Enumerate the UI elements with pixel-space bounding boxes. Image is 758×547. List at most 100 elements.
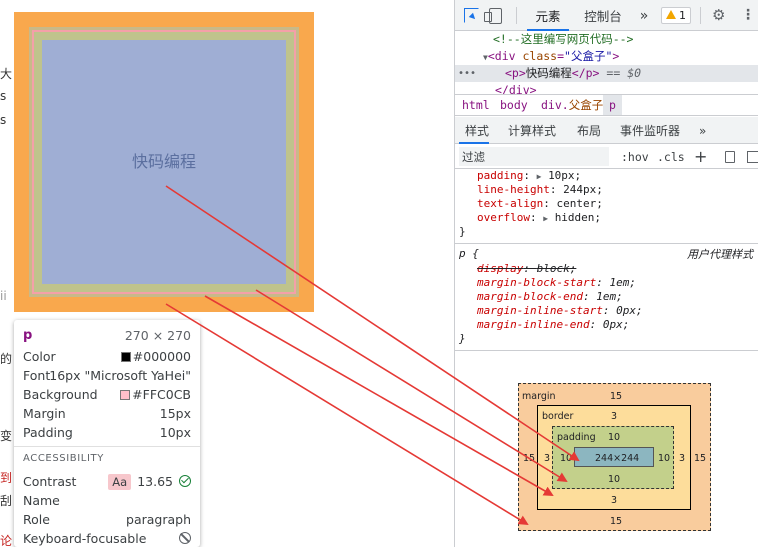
expand-triangle-icon[interactable]: ▶ [536,172,542,181]
expand-triangle-icon[interactable]: ▶ [543,214,549,223]
edge-text: 大 [0,67,13,81]
more-tabs-chevron-icon[interactable]: » [639,8,649,24]
css-declaration-overridden[interactable]: display: block; [477,262,577,275]
tooltip-row-keyboard: Keyboard-focusable [23,530,191,547]
box-model-padding-top[interactable]: 10 [608,432,621,443]
breadcrumb-div[interactable]: div.父盒子 [541,95,603,115]
toolbar-divider [700,7,701,24]
box-model-padding-bottom[interactable]: 10 [608,474,621,485]
breadcrumb-p[interactable]: p [603,95,622,115]
check-circle-icon [179,475,191,487]
dom-attr-value: "父盒子" [564,49,613,63]
tooltip-value: Aa 13.65 [108,473,191,491]
dom-comment-line[interactable]: <!--这里编写网页代码--> [455,31,758,48]
edge-text: 变 [0,429,13,443]
css-prop: margin-inline-end [477,318,590,331]
css-value: block; [536,262,577,275]
breadcrumb-html[interactable]: html [462,98,490,112]
tab-event-listeners[interactable]: 事件监听器 [620,124,681,138]
device-toolbar-icon[interactable] [484,8,502,24]
box-model-margin-left[interactable]: 15 [523,453,536,464]
dom-div-line[interactable]: ▼<div class="父盒子"> [483,49,620,63]
paragraph-text: 快码编程 [131,152,196,171]
tooltip-row-color: Color #000000 [23,348,191,366]
css-brace: } [459,225,466,238]
css-declaration[interactable]: margin-inline-end: 0px; [477,318,630,331]
tab-computed[interactable]: 计算样式 [508,124,557,138]
paint-bucket-icon[interactable] [725,151,735,163]
warning-badge[interactable]: 1 [661,7,691,24]
sidebar-toggle-icon[interactable] [747,151,758,163]
css-declaration[interactable]: margin-block-end: 1em; [477,290,623,303]
breadcrumb-div-class: 父盒子 [568,98,604,112]
tooltip-value-text: #FFC0CB [132,387,191,402]
dom-attr-name: class [522,49,558,63]
css-prop: margin-inline-start [477,304,603,317]
css-declaration[interactable]: margin-inline-start: 0px; [477,304,643,317]
css-brace: } [459,332,466,345]
css-declaration[interactable]: padding: ▶ 10px; [477,169,582,182]
box-model-border-left[interactable]: 3 [544,453,551,464]
css-declaration[interactable]: line-height: 244px; [477,183,603,196]
css-value: 0px; [616,304,643,317]
dom-tag-close: </div> [495,83,537,94]
css-rule-close: } [455,225,758,239]
tooltip-size: 270 × 270 [124,328,191,343]
accessibility-heading: ACCESSIBILITY [23,453,104,464]
css-prop: text-align [477,197,544,210]
box-model-margin-bottom[interactable]: 15 [610,516,623,527]
box-model-border-top[interactable]: 3 [611,411,618,422]
more-subtabs-chevron-icon[interactable]: » [699,124,707,138]
dom-selected-p-line[interactable]: ••• <p>快码编程</p> == $0 [455,65,758,82]
dom-selected-ref: == $0 [606,66,642,80]
css-declaration[interactable]: text-align: center; [477,197,603,210]
tooltip-key: Contrast [23,474,77,489]
box-model-margin-top[interactable]: 15 [610,391,623,402]
tab-layout[interactable]: 布局 [577,124,602,138]
dom-div-close-line[interactable]: </div> [455,82,758,94]
contrast-value: 13.65 [137,474,173,489]
tooltip-key: Margin [23,406,66,421]
tooltip-value: 10px [159,425,191,440]
tooltip-value: #FFC0CB [120,386,191,404]
styles-filter-input[interactable] [459,147,609,166]
settings-gear-icon[interactable]: ⚙ [712,6,726,24]
highlight-padding-edge [32,30,296,294]
css-declaration[interactable]: overflow: ▶ hidden; [477,211,602,224]
inspect-element-icon[interactable] [464,8,479,23]
box-model-content-size[interactable]: 244×244 [595,453,640,464]
contrast-badge: Aa [108,474,132,490]
tooltip-header: p 270 × 270 [23,327,191,345]
tooltip-row-role: Role paragraph [23,511,191,529]
tab-elements[interactable]: 元素 [535,9,561,24]
more-options-icon[interactable]: ⋮ [741,7,755,23]
rule-divider [455,243,758,244]
dom-tag-name: div [494,49,516,63]
tooltip-value [179,530,191,547]
box-model-border-bottom[interactable]: 3 [611,495,618,506]
box-model-padding-left[interactable]: 10 [560,453,573,464]
tooltip-row-background: Background #FFC0CB [23,386,191,404]
tooltip-value: 15px [159,406,191,421]
devtools-panel: 元素 控制台 » 1 ⚙ ⋮ <!--这里编写网页代码--> ▼<div cla… [454,0,758,547]
expand-triangle-icon[interactable]: ▼ [483,53,488,62]
css-declaration[interactable]: margin-block-start: 1em; [477,276,636,289]
active-tab-indicator [527,29,569,31]
user-agent-stylesheet-label[interactable]: 用户代理样式 [687,248,753,261]
tooltip-key: Keyboard-focusable [23,531,147,546]
cls-toggle[interactable]: .cls [657,150,685,164]
css-value: 10px; [548,169,582,182]
tab-styles[interactable]: 样式 [465,124,490,138]
new-style-rule-icon[interactable]: + [694,147,708,166]
edge-text: 论 [0,534,13,547]
tooltip-row-contrast: Contrast Aa 13.65 [23,473,191,491]
css-value: 244px; [563,183,603,196]
box-model-margin-right[interactable]: 15 [694,453,707,464]
tab-console[interactable]: 控制台 [584,9,622,24]
tooltip-row-margin: Margin 15px [23,405,191,423]
box-model-border-right[interactable]: 3 [679,453,686,464]
box-model-padding-right[interactable]: 10 [658,453,671,464]
hov-toggle[interactable]: :hov [621,150,649,164]
dom-ellipsis-icon[interactable]: ••• [458,68,477,79]
breadcrumb-body[interactable]: body [500,98,528,112]
